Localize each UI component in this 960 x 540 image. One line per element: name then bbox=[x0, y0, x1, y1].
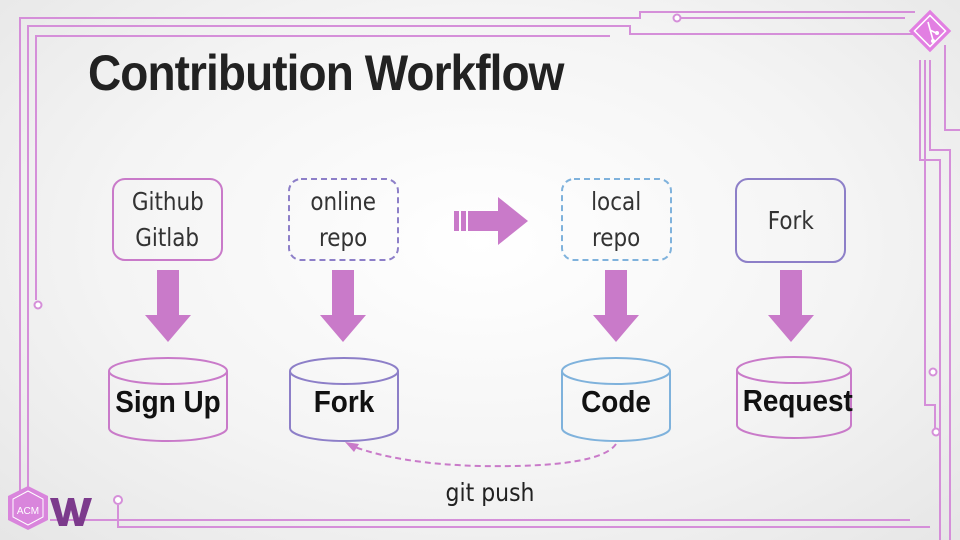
code-cylinder bbox=[561, 357, 671, 442]
fork-label: Fork bbox=[313, 384, 375, 419]
code-label: Code bbox=[581, 384, 651, 419]
local-repo-box: local repo bbox=[562, 179, 671, 260]
box-line: repo bbox=[319, 222, 368, 252]
fork-box-border bbox=[735, 178, 846, 263]
github-gitlab-box: Github Gitlab bbox=[113, 179, 222, 260]
box-line: Gitlab bbox=[135, 222, 200, 252]
box-line: Fork bbox=[767, 205, 814, 235]
box-line: repo bbox=[592, 222, 641, 252]
down-arrow-icon bbox=[768, 270, 814, 342]
logo-text: ACM bbox=[17, 506, 39, 517]
down-arrow-icon bbox=[145, 270, 191, 342]
box-line: Github bbox=[131, 186, 204, 216]
box-line: online bbox=[310, 186, 377, 216]
github-gitlab-box-border bbox=[112, 178, 223, 261]
local-repo-box-border bbox=[561, 178, 672, 261]
request-label: Request bbox=[742, 383, 853, 418]
online-repo-box: online repo bbox=[289, 179, 398, 260]
acm-logo: ACM bbox=[8, 486, 92, 530]
sign-up-cylinder bbox=[108, 357, 228, 442]
sign-up-label: Sign Up bbox=[115, 384, 221, 419]
down-arrow-icon bbox=[593, 270, 639, 342]
git-push-connector bbox=[345, 442, 617, 468]
box-line: local bbox=[591, 186, 642, 216]
fork-cylinder bbox=[289, 357, 399, 442]
request-cylinder bbox=[736, 356, 852, 439]
page-title: Contribution Workflow bbox=[88, 45, 564, 101]
online-repo-box-border bbox=[288, 178, 399, 261]
fork-box: Fork bbox=[736, 179, 845, 262]
git-push-label: git push bbox=[445, 478, 535, 507]
down-arrow-icon bbox=[320, 270, 366, 342]
right-arrow-icon bbox=[454, 197, 528, 245]
